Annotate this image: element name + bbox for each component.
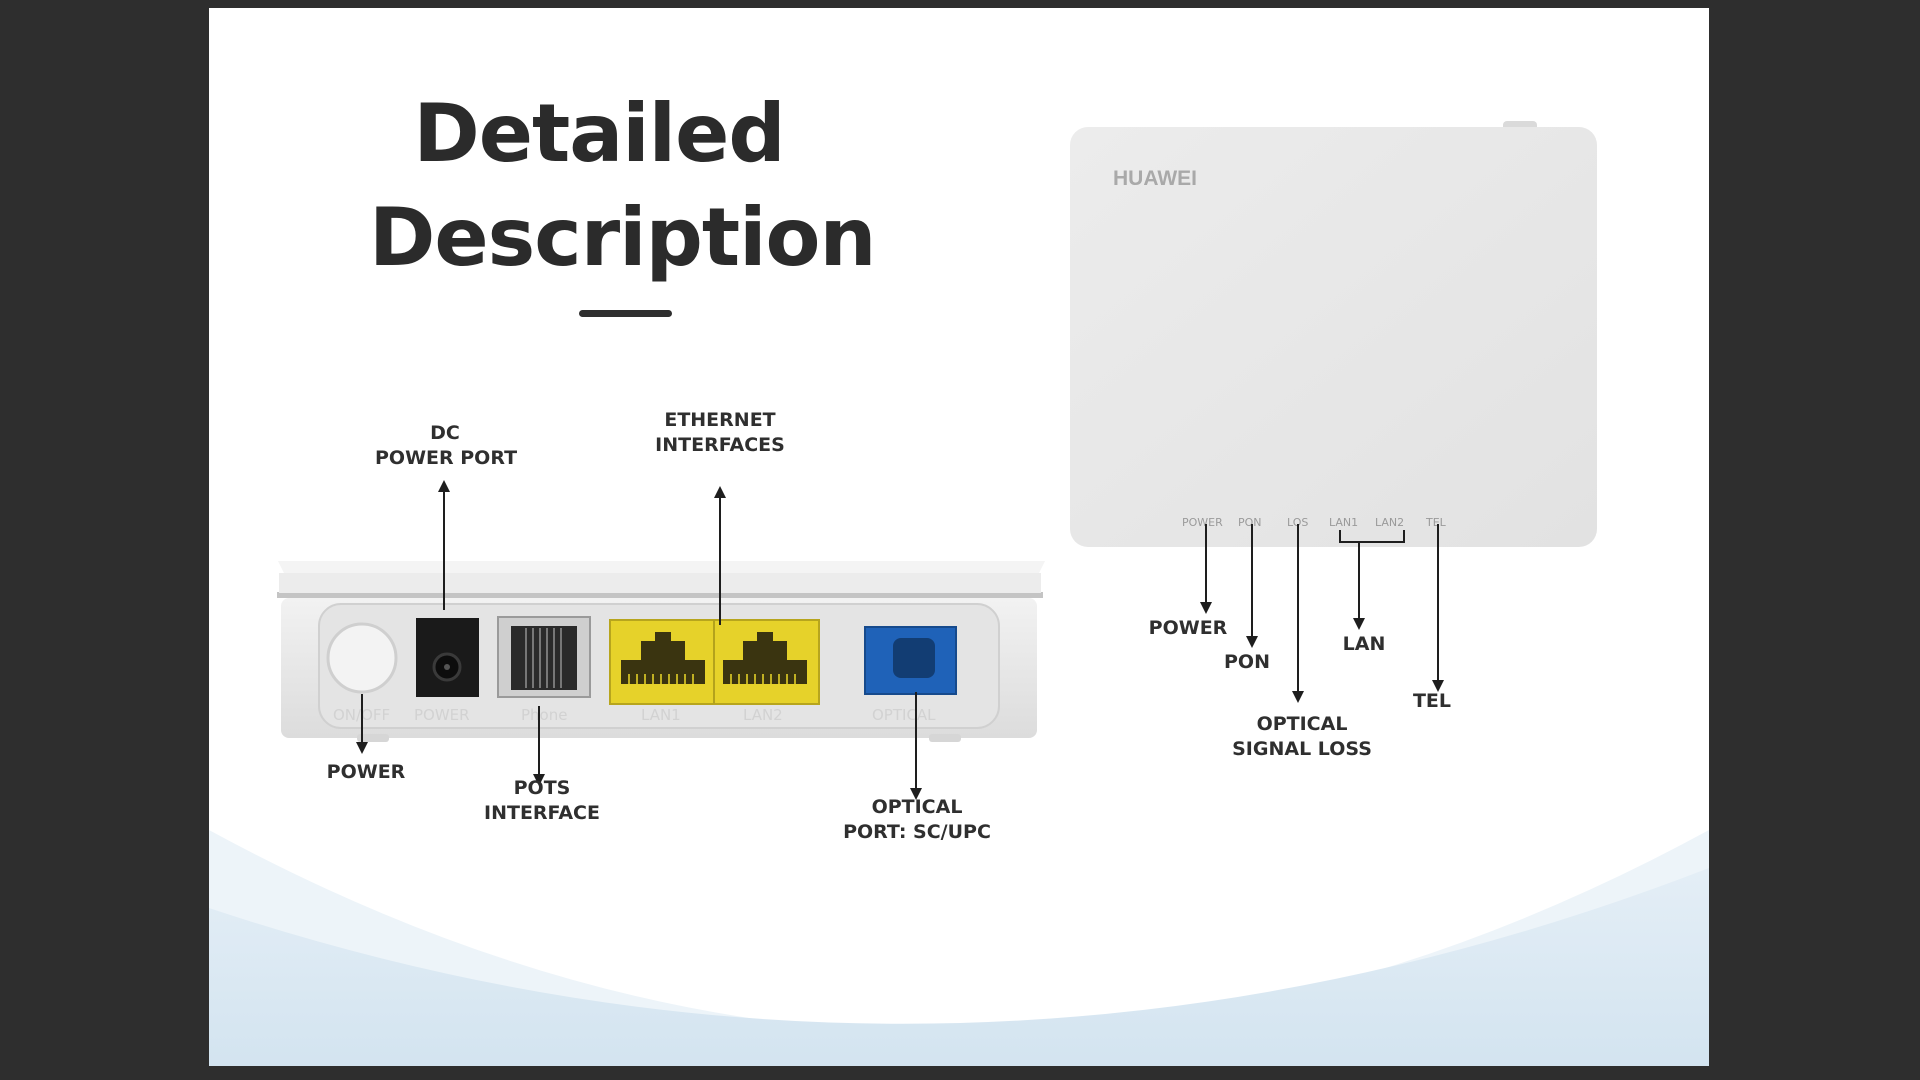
led-label-lan1: LAN1 bbox=[1329, 516, 1358, 529]
title-divider bbox=[579, 310, 672, 317]
front-panel: HUAWEI POWER PON LOS LAN1 LAN2 TEL bbox=[1070, 121, 1597, 547]
led-label-tel: TEL bbox=[1425, 516, 1447, 529]
callout-pots-interface: POTS INTERFACE bbox=[484, 777, 600, 824]
device-diagram: ON/OFF POWER Phone LAN1 LAN2 OPTICAL HUA… bbox=[277, 121, 1597, 800]
page-title-line2: Description bbox=[369, 191, 876, 284]
background-wave bbox=[209, 830, 1709, 1066]
rear-panel: ON/OFF POWER Phone LAN1 LAN2 OPTICAL bbox=[277, 561, 1045, 742]
callout-power-button: POWER bbox=[326, 761, 406, 783]
port-label-power: POWER bbox=[414, 706, 470, 724]
led-label-power: POWER bbox=[1182, 516, 1223, 529]
callout-ethernet-interfaces: ETHERNET INTERFACES bbox=[655, 409, 785, 456]
callout-led-tel: TEL bbox=[1412, 690, 1452, 712]
slide: Detailed Description bbox=[209, 8, 1709, 1066]
port-label-lan2: LAN2 bbox=[743, 706, 783, 724]
port-label-lan1: LAN1 bbox=[641, 706, 681, 724]
front-callout-lines bbox=[1200, 524, 1444, 703]
callout-dc-power-port: DC POWER PORT bbox=[375, 422, 518, 469]
callout-led-los: OPTICAL SIGNAL LOSS bbox=[1232, 713, 1372, 760]
callout-optical-port: OPTICAL PORT: SC/UPC bbox=[843, 796, 991, 843]
optical-port bbox=[864, 626, 957, 695]
brand-logo-text: HUAWEI bbox=[1113, 167, 1197, 190]
port-label-phone: Phone bbox=[521, 706, 567, 724]
led-label-pon: PON bbox=[1238, 516, 1262, 529]
callout-led-power: POWER bbox=[1148, 617, 1228, 639]
led-label-lan2: LAN2 bbox=[1375, 516, 1404, 529]
callout-led-lan: LAN bbox=[1342, 633, 1386, 655]
port-label-optical: OPTICAL bbox=[872, 706, 936, 724]
page-title-line1: Detailed bbox=[413, 87, 785, 180]
onoff-button bbox=[326, 622, 398, 694]
led-label-los: LOS bbox=[1287, 516, 1308, 529]
lan-ports bbox=[609, 619, 820, 705]
rear-callout-lines bbox=[356, 480, 922, 800]
callout-led-pon: PON bbox=[1224, 651, 1270, 673]
